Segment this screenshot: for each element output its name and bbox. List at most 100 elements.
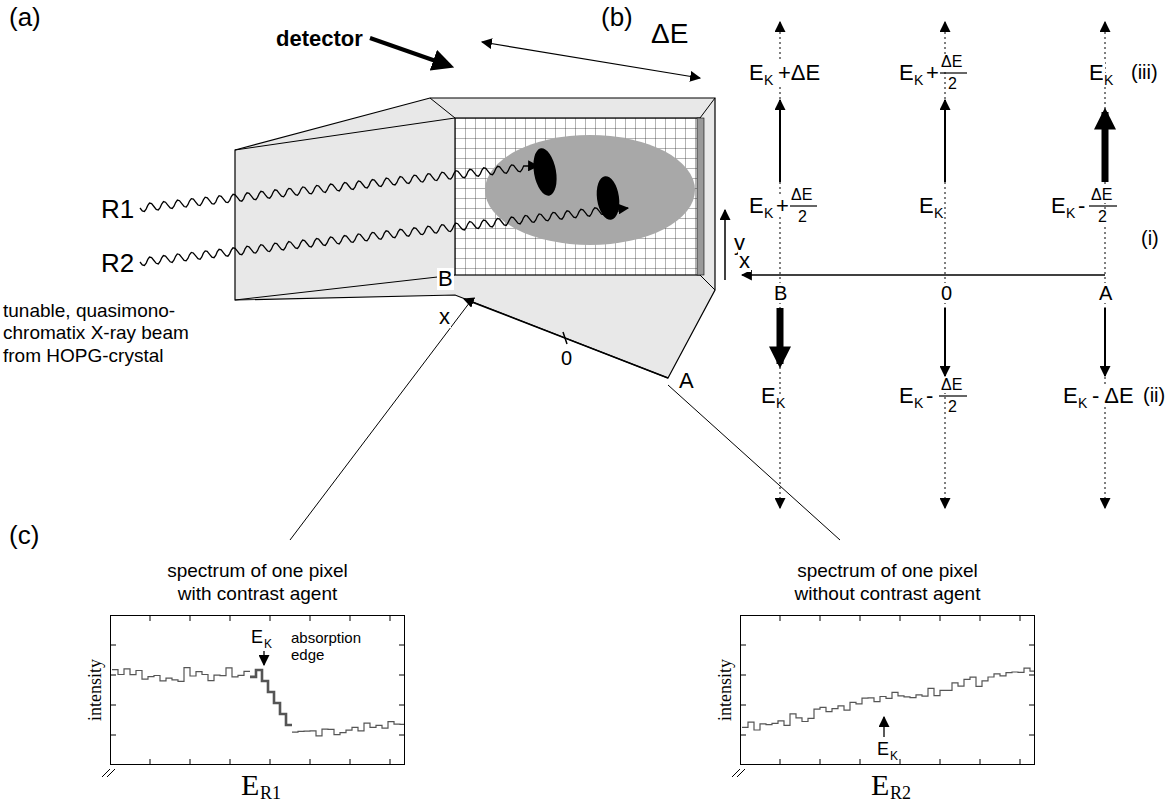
label: +ΔE: [777, 62, 821, 84]
line-shape: [700, 275, 715, 290]
label: K: [263, 638, 273, 650]
label: (ii): [1142, 385, 1166, 405]
rect-shape: [697, 118, 704, 275]
rect-shape: [455, 118, 700, 275]
label: R2: [889, 784, 912, 802]
plot-frame: spectrum of one pixel with contrast agen…: [110, 615, 405, 765]
line-shape: [944, 308, 946, 376]
edge-marker: [263, 651, 264, 665]
label: K: [889, 750, 899, 762]
label: E: [870, 770, 890, 800]
label: E: [240, 770, 260, 800]
label: x: [438, 306, 451, 328]
line-shape: [742, 274, 1105, 276]
axis-break: [732, 769, 745, 777]
zoom-line: [290, 302, 470, 540]
spectrum-curve: [292, 722, 404, 736]
label: 2: [947, 399, 958, 415]
label: +: [925, 62, 940, 84]
label: K: [1065, 206, 1076, 220]
label: tunable, quasimono- chromatix X-ray beam…: [2, 300, 219, 367]
label: x: [738, 250, 751, 272]
zoom-line: [668, 385, 840, 540]
label: - ΔE: [1091, 385, 1135, 407]
label: 2: [797, 209, 808, 225]
label: (i): [1140, 228, 1160, 248]
label: (iii): [1130, 62, 1159, 82]
label: -: [1077, 195, 1086, 217]
plot-title: spectrum of one pixel without contrast a…: [780, 560, 995, 606]
label: +: [775, 195, 790, 217]
fraction-bar: [939, 72, 967, 73]
label: ΔE: [940, 377, 963, 393]
ellipse-shape: [594, 175, 622, 222]
label: A: [678, 370, 695, 392]
x-ray: [140, 206, 628, 265]
label: K: [933, 206, 944, 220]
label: K: [1077, 396, 1088, 410]
x-axis-arrow: [464, 299, 668, 378]
rect-shape: [455, 118, 700, 275]
edge-marker: [883, 717, 884, 737]
ellipse-shape: [485, 135, 695, 245]
line-shape: [777, 308, 784, 364]
plot-frame: spectrum of one pixel without contrast a…: [740, 615, 1035, 765]
generated-strokes: [102, 73, 1117, 777]
spectrum-curve: [742, 668, 1034, 730]
label: B: [437, 268, 454, 290]
axis-title: intensity: [86, 659, 104, 721]
ellipse-shape: [530, 146, 560, 197]
label: B: [773, 283, 788, 303]
tick-marks: [740, 615, 1035, 765]
label: K: [763, 206, 774, 220]
label: K: [913, 73, 924, 87]
label: 2: [947, 76, 958, 92]
tick-marks: [110, 615, 405, 765]
label: (a): [8, 4, 42, 30]
label: E: [250, 628, 264, 646]
axis-break: [102, 769, 115, 777]
spectrum-curve: [112, 668, 250, 682]
line-shape: [235, 275, 455, 300]
energy-axes: [742, 22, 1105, 508]
label: 2: [1097, 209, 1108, 225]
fraction-bar: [1089, 205, 1117, 206]
label: absorption edge: [290, 630, 372, 663]
label: ΔE: [940, 54, 963, 70]
label: K: [763, 73, 774, 87]
label: detector: [275, 28, 364, 50]
line-shape: [235, 118, 455, 150]
label: (b): [600, 4, 634, 30]
label: E: [876, 740, 890, 758]
line-shape: [779, 100, 781, 182]
label: -: [925, 385, 934, 407]
detector-box: [235, 98, 715, 378]
plot-title: spectrum of one pixel with contrast agen…: [150, 560, 365, 606]
label: K: [775, 396, 786, 410]
label: ΔE: [650, 20, 689, 48]
label: ΔE: [790, 187, 813, 203]
label: R1: [259, 784, 282, 802]
detector-arrow: [370, 38, 450, 66]
line-shape: [700, 98, 715, 118]
fraction-bar: [939, 395, 967, 396]
label: K: [913, 396, 924, 410]
y-axis-arrow: [724, 210, 726, 280]
axis-title: intensity: [716, 659, 734, 721]
line-shape: [945, 22, 946, 508]
absorption-edge: [250, 670, 292, 725]
label: (c): [8, 522, 40, 548]
axis-tick: [563, 332, 567, 344]
label: R1: [100, 196, 135, 222]
x-ray: [140, 165, 538, 212]
line-shape: [1105, 22, 1106, 508]
line-shape: [430, 98, 455, 118]
line-shape: [780, 22, 781, 508]
label: K: [1103, 73, 1114, 87]
label: 0: [940, 283, 953, 303]
label: 0: [560, 348, 573, 368]
label: R2: [100, 250, 135, 276]
label: A: [1098, 283, 1113, 303]
fraction-bar: [789, 205, 817, 206]
